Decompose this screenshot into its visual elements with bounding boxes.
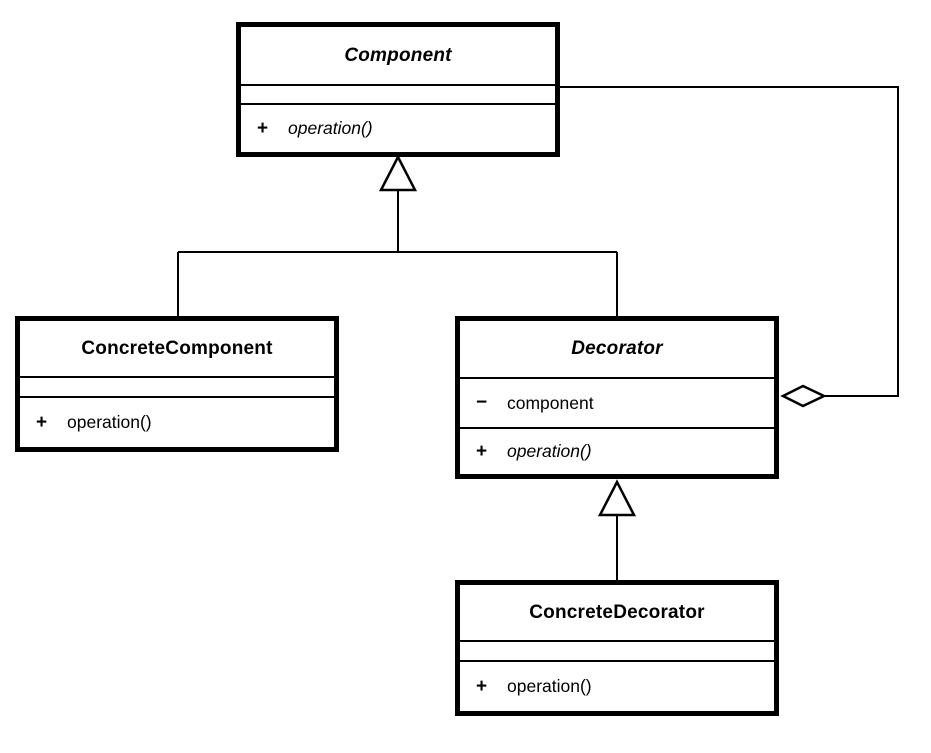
- class-decorator: Decorator − component + operation(): [455, 316, 779, 479]
- class-concrete-component-attributes-empty: [20, 376, 334, 396]
- visibility-symbol: −: [476, 392, 488, 413]
- aggregation-diamond: [780, 384, 827, 408]
- generalization-triangle-decorator: [597, 479, 637, 517]
- class-concrete-decorator-operations: + operation(): [460, 660, 774, 711]
- class-decorator-name: Decorator: [460, 321, 774, 377]
- class-name-label: Component: [344, 44, 452, 66]
- generalization-triangle-component: [378, 154, 418, 192]
- visibility-symbol: +: [476, 675, 488, 697]
- class-concrete-decorator-attributes-empty: [460, 640, 774, 660]
- class-component-attributes-empty: [241, 84, 555, 103]
- class-component-operations: + operation(): [241, 103, 555, 152]
- class-concrete-component: ConcreteComponent + operation(): [15, 316, 339, 452]
- visibility-symbol: +: [36, 411, 48, 433]
- class-decorator-operations: + operation(): [460, 427, 774, 474]
- operation-label: operation(): [288, 118, 373, 138]
- class-concrete-decorator-name: ConcreteDecorator: [460, 585, 774, 640]
- class-concrete-decorator: ConcreteDecorator + operation(): [455, 580, 779, 716]
- aggregation-line: [558, 86, 899, 397]
- class-decorator-attributes: − component: [460, 377, 774, 427]
- generalization-to-component: [177, 189, 618, 322]
- class-name-label: Decorator: [571, 338, 663, 359]
- class-concrete-component-name: ConcreteComponent: [20, 321, 334, 376]
- attribute-label: component: [507, 392, 594, 413]
- class-concrete-component-operations: + operation(): [20, 396, 334, 447]
- class-name-label: ConcreteComponent: [81, 337, 273, 359]
- operation-label: operation(): [507, 441, 592, 461]
- operation-label: operation(): [507, 676, 592, 696]
- class-name-label: ConcreteDecorator: [529, 601, 705, 623]
- visibility-symbol: +: [476, 440, 488, 462]
- operation-label: operation(): [67, 412, 152, 432]
- visibility-symbol: +: [257, 117, 269, 139]
- class-component: Component + operation(): [236, 22, 560, 157]
- class-component-name: Component: [241, 27, 555, 84]
